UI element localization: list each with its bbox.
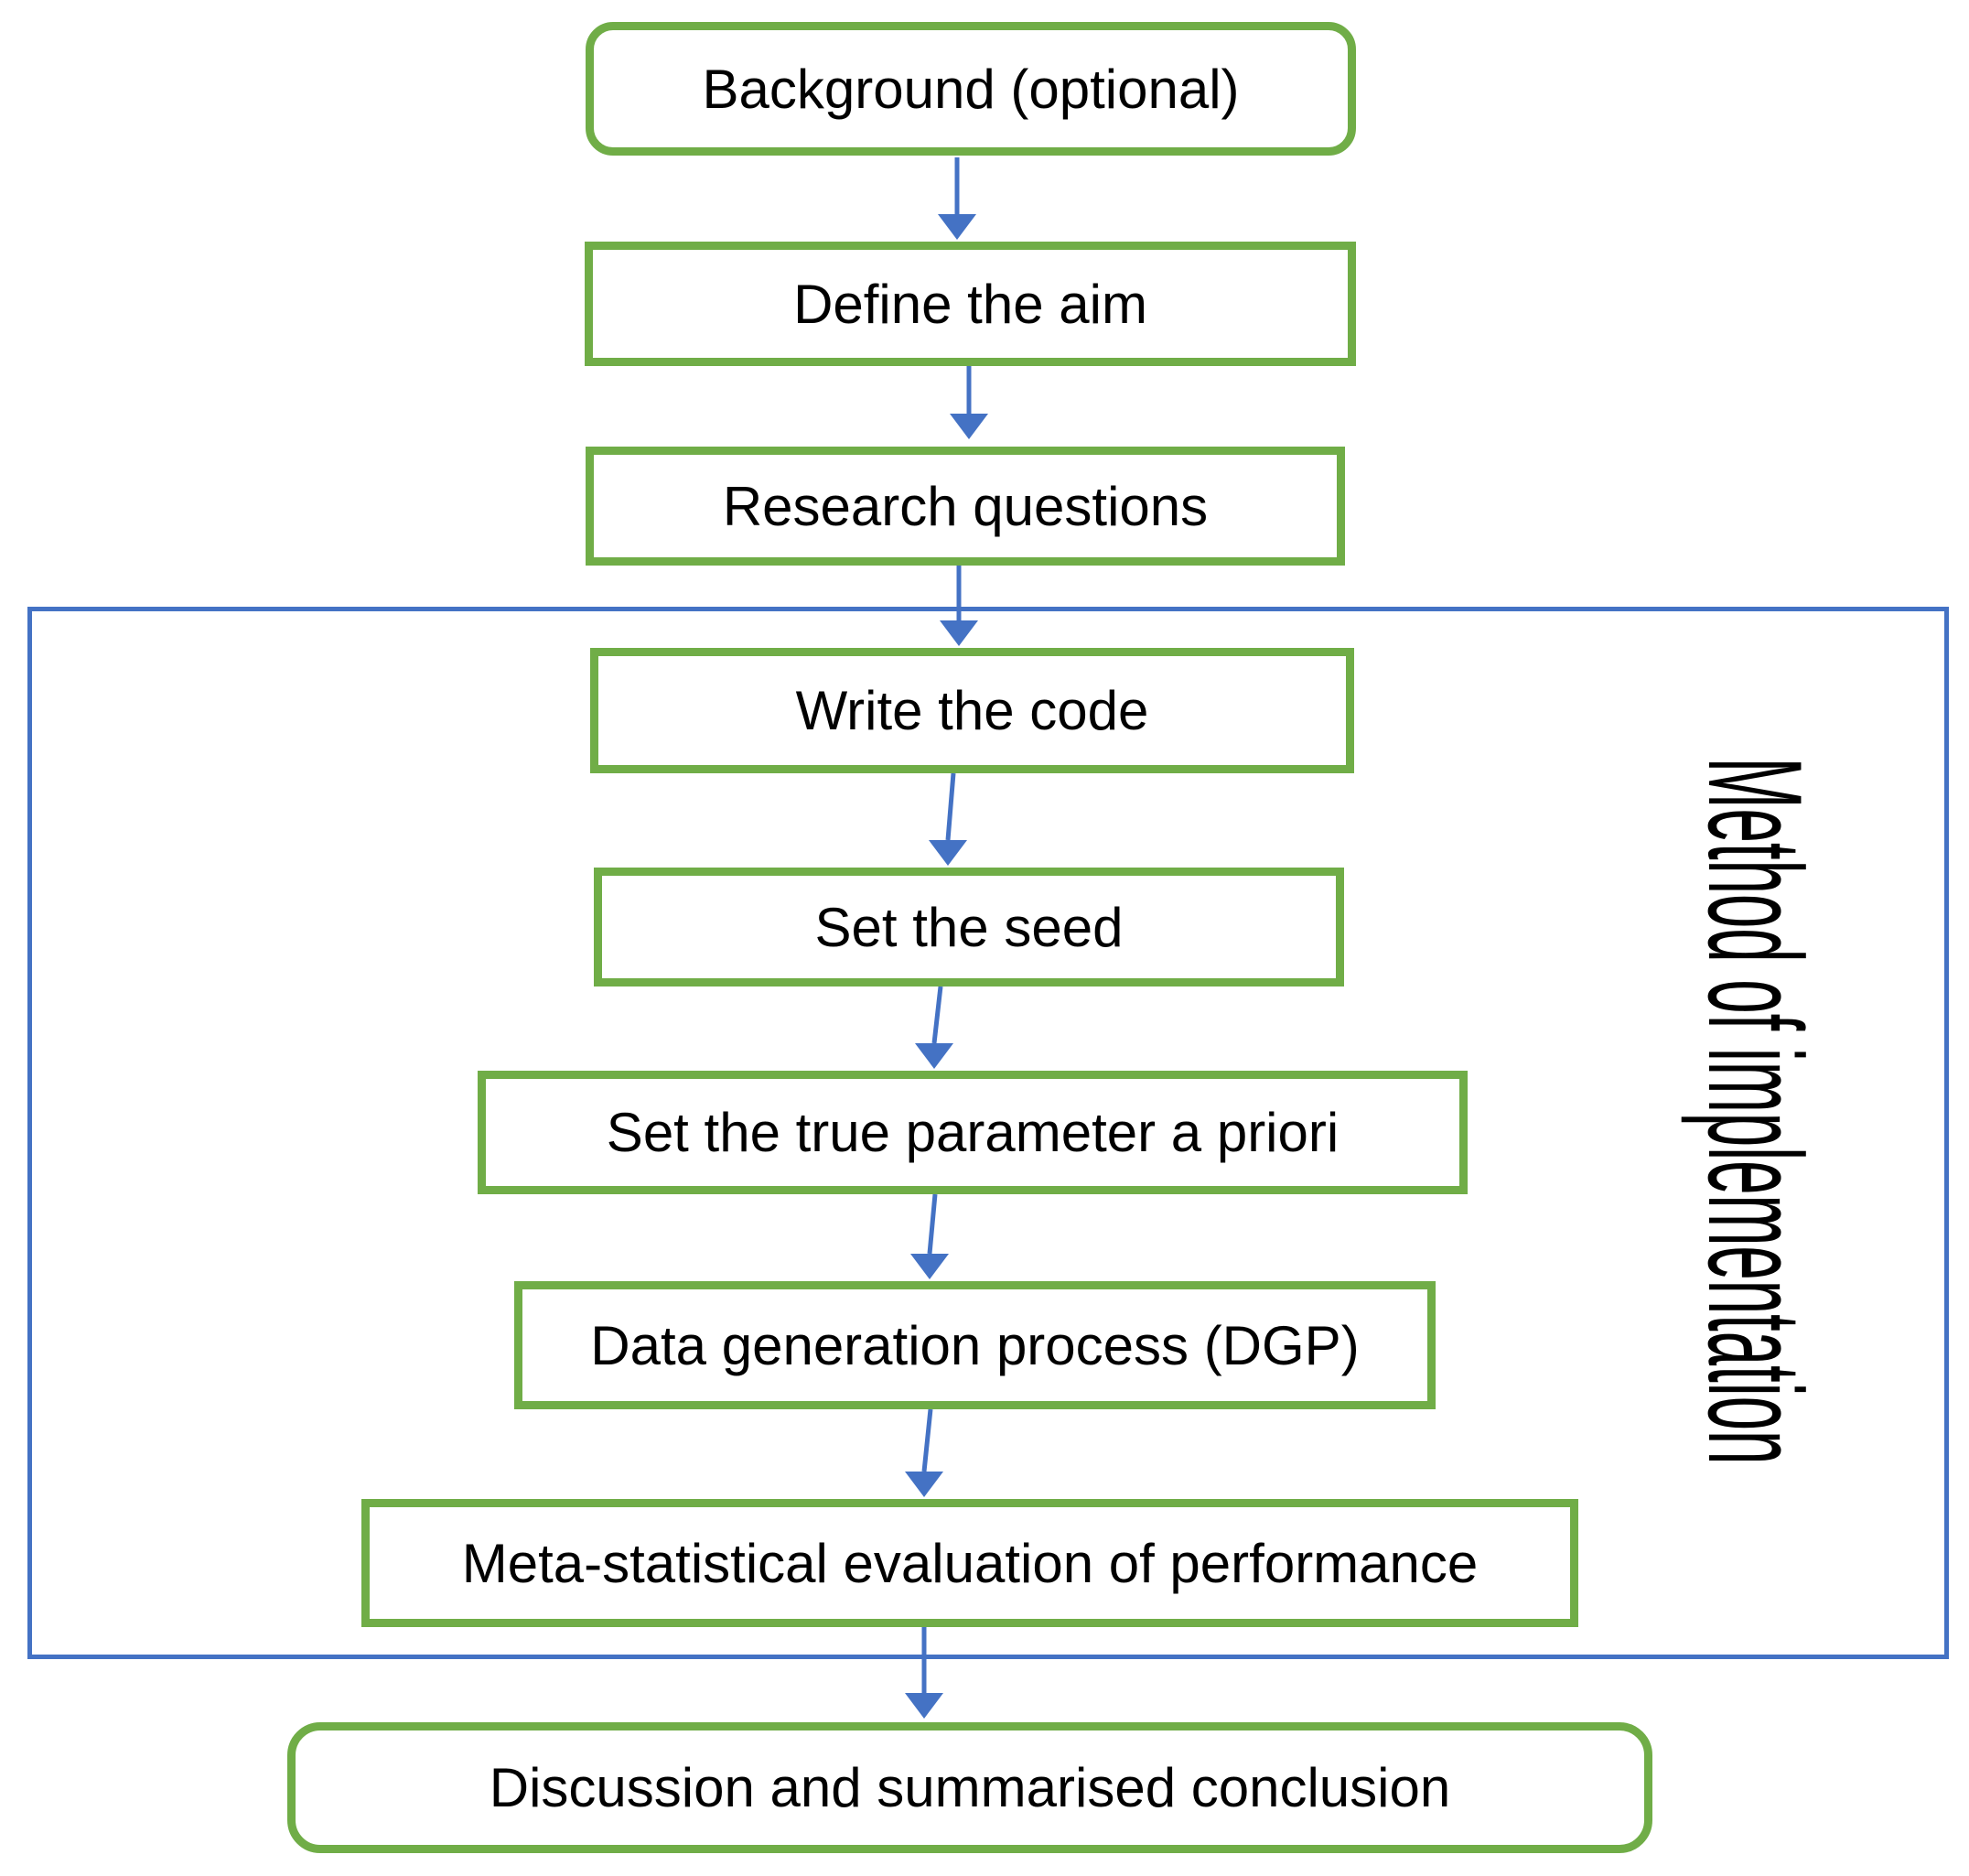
node-label: Set the seed — [814, 896, 1124, 958]
node-define-the-aim: Define the aim — [585, 242, 1356, 366]
node-label: Research questions — [722, 475, 1209, 537]
node-background-optional: Background (optional) — [586, 22, 1356, 156]
node-label: Discussion and summarised conclusion — [489, 1757, 1451, 1818]
node-data-generation-process: Data generation process (DGP) — [514, 1281, 1436, 1409]
node-discussion-and-conclusion: Discussion and summarised conclusion — [287, 1722, 1652, 1853]
flow-arrow-background-to-define-aim — [938, 157, 976, 240]
method-of-implementation-label: Method of implementation — [1681, 757, 1830, 1465]
node-label: Background (optional) — [702, 58, 1240, 120]
node-label: Define the aim — [793, 273, 1147, 335]
method-of-implementation-group-border — [27, 607, 1949, 1659]
node-set-true-parameter-a-priori: Set the true parameter a priori — [478, 1071, 1468, 1194]
node-set-the-seed: Set the seed — [594, 868, 1344, 987]
flow-arrow-define-aim-to-research-questions — [950, 366, 988, 439]
node-label: Set the true parameter a priori — [606, 1102, 1340, 1163]
node-write-the-code: Write the code — [590, 648, 1354, 773]
node-meta-statistical-evaluation: Meta-statistical evaluation of performan… — [361, 1499, 1578, 1627]
node-research-questions: Research questions — [586, 447, 1345, 566]
node-label: Data generation process (DGP) — [590, 1314, 1360, 1376]
node-label: Write the code — [795, 680, 1149, 741]
node-label: Meta-statistical evaluation of performan… — [461, 1532, 1479, 1594]
